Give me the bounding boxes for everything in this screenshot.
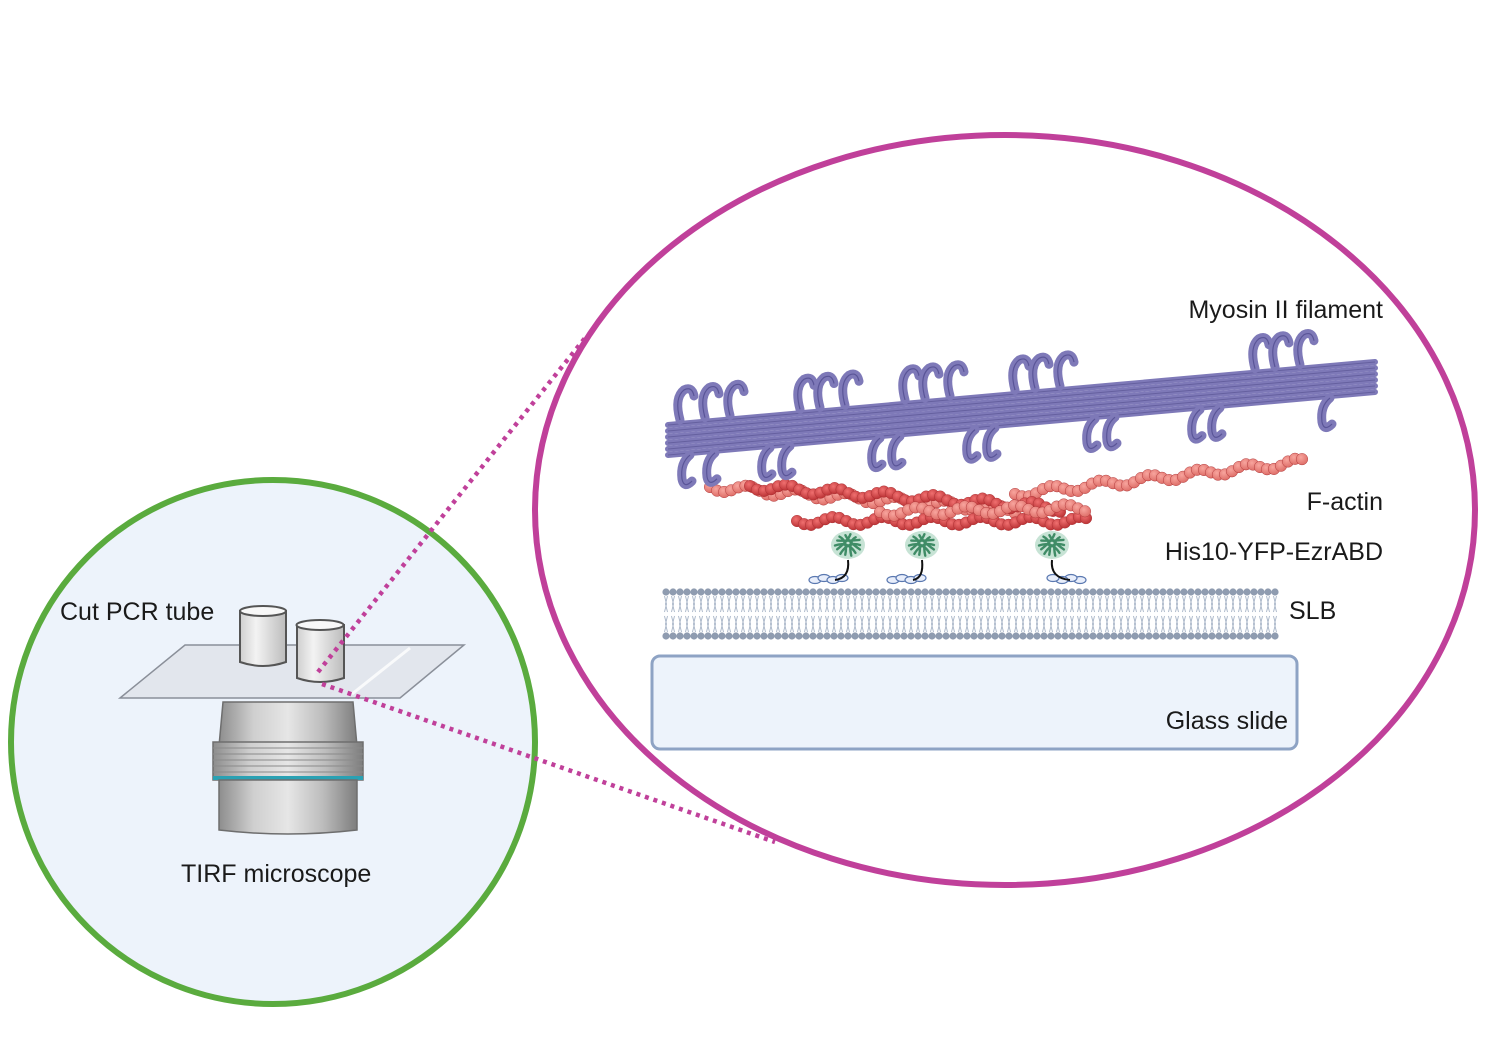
lipid-bilayer — [662, 588, 1279, 640]
pcr-tube-icon — [239, 605, 345, 683]
actin-filaments — [704, 452, 1308, 531]
label-myosin: Myosin II filament — [1188, 296, 1383, 324]
label-factin: F-actin — [1307, 488, 1383, 516]
label-slb: SLB — [1289, 597, 1336, 625]
glass-slide-block — [650, 654, 1299, 751]
magnified-view: Myosin II filament F-actin His10-YFP-Ezr… — [532, 132, 1478, 888]
ezrabd-proteins — [808, 531, 1087, 585]
label-tirf-microscope: TIRF microscope — [181, 860, 371, 888]
label-ezrabd: His10-YFP-EzrABD — [1165, 538, 1383, 566]
label-glass-slide: Glass slide — [1166, 707, 1288, 735]
label-cut-pcr-tube: Cut PCR tube — [60, 598, 214, 626]
myosin-filament — [665, 329, 1378, 490]
zoom-connector — [316, 336, 776, 845]
zoom-line-lower — [321, 681, 776, 845]
setup-overview: Cut PCR tube TIRF microscope — [8, 477, 538, 1007]
slide-icon — [117, 644, 467, 699]
objective-icon — [212, 701, 364, 835]
